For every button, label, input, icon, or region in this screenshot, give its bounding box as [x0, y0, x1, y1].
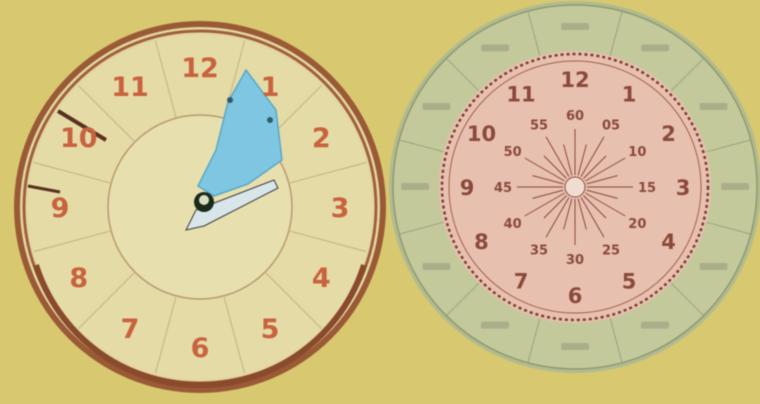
right-clock-minute-numeral: 50	[504, 145, 522, 160]
right-clock-illegible-label	[641, 44, 669, 51]
left-clock-numeral: 1	[261, 72, 280, 103]
left-clock-numeral: 7	[121, 314, 140, 345]
left-clock-numeral: 9	[51, 193, 70, 224]
right-clock-illegible-label	[481, 44, 509, 51]
left-clock-numeral: 2	[312, 123, 331, 154]
right-clock-minute-numeral: 30	[566, 253, 584, 268]
right-clock-illegible-label	[561, 23, 589, 30]
right-clock-minute-numeral: 05	[602, 119, 620, 134]
right-clock-minute-numeral: 55	[530, 119, 548, 134]
right-clock-minute-numeral: 15	[638, 181, 656, 196]
right-clock-minute-numeral: 45	[494, 181, 512, 196]
right-clock-hour-numeral: 8	[474, 230, 489, 254]
right-clock-minute-numeral: 10	[628, 145, 646, 160]
right-clock-minute-numeral: 35	[530, 243, 548, 258]
right-clock-illegible-label	[700, 263, 728, 270]
right-clock-hour-numeral: 1	[622, 82, 637, 106]
right-clock-hour-numeral: 7	[514, 270, 529, 294]
left-clock-numeral: 11	[111, 72, 149, 103]
right-clock-minute-numeral: 40	[504, 217, 522, 232]
left-clock-numeral: 8	[69, 263, 88, 294]
left-clock-numeral: 3	[331, 193, 350, 224]
hand-dot	[267, 117, 273, 123]
right-clock-hour-numeral: 4	[661, 230, 676, 254]
right-clock-illegible-label	[481, 322, 509, 329]
right-clock-hour-numeral: 12	[560, 68, 589, 92]
right-clock-illegible-label	[641, 322, 669, 329]
right-clock-illegible-label	[422, 103, 450, 110]
center-pivot-cap	[199, 195, 209, 205]
left-clock-numeral: 5	[261, 314, 280, 345]
right-clock-illegible-label	[401, 183, 429, 190]
right-clock-hour-numeral: 10	[467, 122, 496, 146]
right-clock-illegible-label	[721, 183, 749, 190]
right-clock-center	[565, 177, 585, 197]
hand-dot	[227, 97, 233, 103]
right-clock-minute-numeral: 20	[628, 217, 646, 232]
right-clock-illegible-label	[422, 263, 450, 270]
right-clock-minute-numeral: 60	[566, 109, 584, 124]
right-clock-hour-numeral: 2	[661, 122, 676, 146]
left-clock-numeral: 10	[60, 123, 98, 154]
right-clock-illegible-label	[700, 103, 728, 110]
right-clock: 12 12 3 45 6 7 8 9 10 11 60 05 10 15 20 25 30 35 40 45 50 55	[389, 1, 760, 373]
right-clock-hour-numeral: 6	[568, 284, 583, 308]
right-clock-hour-numeral: 11	[506, 82, 535, 106]
left-clock-numeral: 6	[191, 333, 210, 364]
left-clock-numeral: 12	[181, 53, 219, 84]
right-clock-minute-numeral: 25	[602, 243, 620, 258]
right-clock-illegible-label	[561, 343, 589, 350]
left-clock-numeral: 4	[312, 263, 331, 294]
right-clock-hour-numeral: 3	[676, 176, 691, 200]
right-clock-hour-numeral: 9	[460, 176, 475, 200]
right-clock-hour-numeral: 5	[622, 270, 637, 294]
